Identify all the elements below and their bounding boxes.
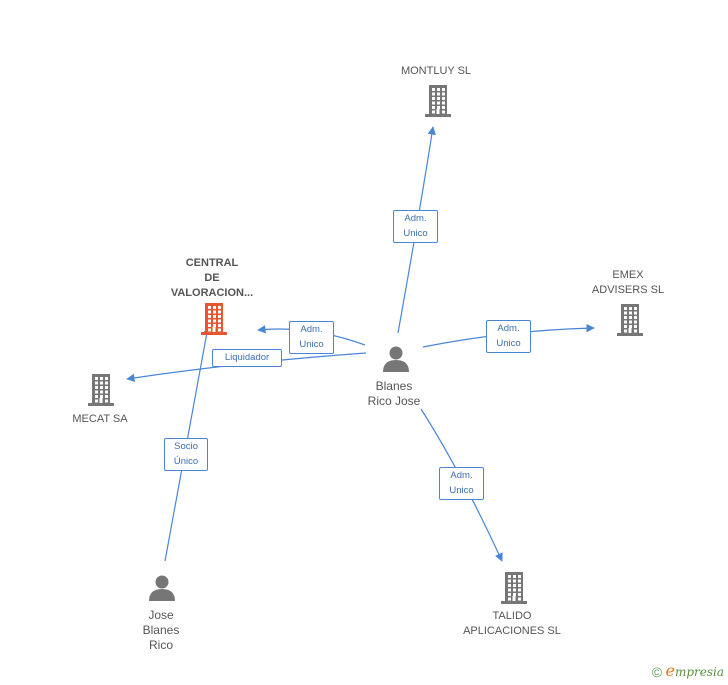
building-icon-montluy[interactable] — [425, 85, 451, 117]
edge-badge-central[interactable]: Socio Único — [164, 438, 208, 471]
building-icon-talido[interactable] — [501, 572, 527, 604]
node-label-talido[interactable]: TALIDO APLICACIONES SL — [463, 610, 561, 637]
brand-name: mpresia — [674, 665, 724, 679]
edge-badge-emex[interactable]: Adm. Unico — [486, 320, 531, 353]
building-icon-central[interactable] — [201, 303, 227, 335]
node-label-emex[interactable]: EMEX ADVISERS SL — [591, 269, 665, 296]
person-icon-blanes_rico_jose[interactable] — [383, 346, 409, 373]
person-icon-jose_blanes_rico[interactable] — [149, 575, 175, 602]
copyright-symbol: © — [651, 664, 663, 680]
empresia-watermark: © empresia — [652, 661, 724, 680]
edge-badge-central[interactable]: Adm. Unico — [289, 321, 334, 354]
building-icon-mecat[interactable] — [88, 374, 114, 406]
node-label-blanes_rico_jose[interactable]: Blanes Rico Jose — [367, 379, 421, 408]
building-icon-emex[interactable] — [617, 304, 643, 336]
node-label-central[interactable]: CENTRAL DE VALORACION... — [170, 257, 254, 299]
node-label-jose_blanes_rico[interactable]: Jose Blanes Rico — [142, 608, 180, 652]
edge-badge-talido[interactable]: Adm. Unico — [439, 467, 484, 500]
node-label-mecat[interactable]: MECAT SA — [72, 413, 128, 425]
edge-badge-montluy[interactable]: Adm. Unico — [393, 210, 438, 243]
edge-badge-mecat[interactable]: Liquidador — [212, 349, 282, 367]
brand-initial: e — [665, 661, 675, 680]
node-label-montluy[interactable]: MONTLUY SL — [400, 65, 472, 77]
